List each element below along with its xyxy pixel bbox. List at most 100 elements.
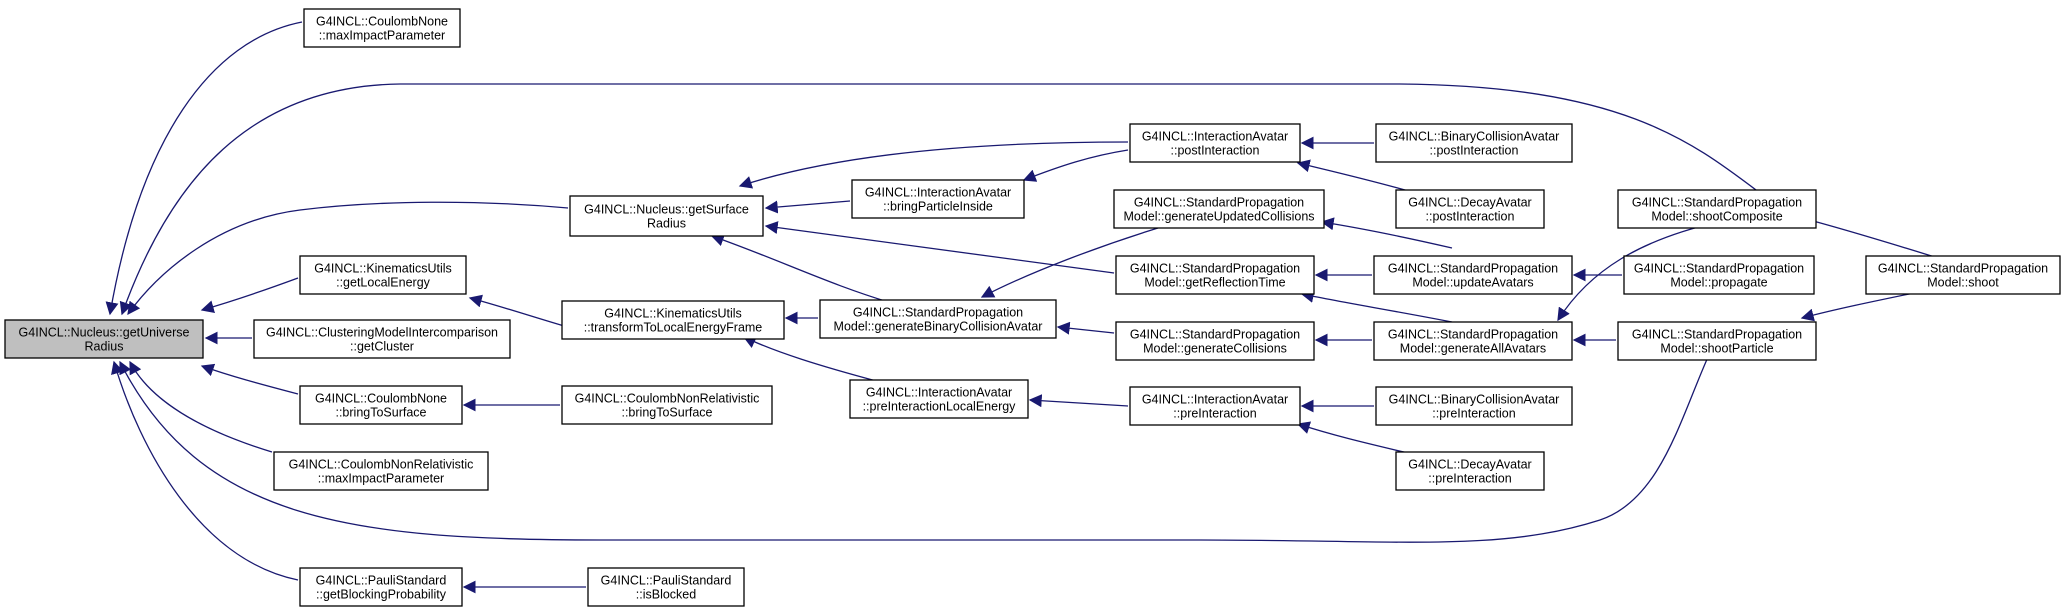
edge-shoot-composite-to-root [119,83,1761,316]
node-label-line: Model::generateBinaryCollisionAvatar [834,320,1043,334]
node-box [1373,255,1573,295]
node-label-line: ::bringParticleInside [883,200,993,214]
node-is-blocked[interactable]: G4INCL::PauliStandard::isBlocked [587,567,745,607]
node-box [1395,189,1545,229]
call-graph-nodes: G4INCL::Nucleus::getUniverseRadiusG4INCL… [4,8,2061,607]
node-label-line: G4INCL::InteractionAvatar [1142,130,1288,144]
edge-post-interaction-to-bring-inside [1022,149,1129,182]
node-label-line: ::getCluster [350,340,414,354]
node-label-line: G4INCL::Nucleus::getUniverse [19,326,190,340]
node-box [561,300,785,340]
node-label-line: ::postInteraction [1426,210,1515,224]
node-transform-to-local-energy-frame[interactable]: G4INCL::KinematicsUtils::transformToLoca… [561,300,785,340]
node-label-line: G4INCL::DecayAvatar [1408,458,1531,472]
node-generate-updated-collisions[interactable]: G4INCL::StandardPropagationModel::genera… [1113,189,1325,229]
node-get-reflection-time[interactable]: G4INCL::StandardPropagationModel::getRef… [1115,255,1315,295]
node-update-avatars[interactable]: G4INCL::StandardPropagationModel::update… [1373,255,1573,295]
edge-binary-collision-to-surface [710,233,896,305]
node-get-blocking-probability[interactable]: G4INCL::PauliStandard::getBlockingProbab… [299,567,463,607]
call-edges [105,21,1939,594]
edge-bring-inside-to-surface [764,200,851,214]
node-label-line: G4INCL::InteractionAvatar [865,186,1011,200]
edge-blocking-probability-to-root [111,360,299,581]
node-binary-post-interaction[interactable]: G4INCL::BinaryCollisionAvatar::postInter… [1375,123,1573,163]
node-propagate[interactable]: G4INCL::StandardPropagationModel::propag… [1623,255,1815,295]
edge-shoot-composite-to-all [1557,221,1719,322]
node-label-line: ::preInteractionLocalEnergy [863,400,1017,414]
edge-updated-collisions-to-binary [980,227,1159,298]
edge-update-avatars-to-updated [1320,217,1453,249]
node-box [849,379,1029,419]
node-label-line: Model::shootComposite [1651,210,1782,224]
node-generate-all-avatars[interactable]: G4INCL::StandardPropagationModel::genera… [1373,321,1573,361]
node-binary-pre-interaction[interactable]: G4INCL::BinaryCollisionAvatar::preIntera… [1375,386,1573,426]
node-label-line: G4INCL::BinaryCollisionAvatar [1389,130,1560,144]
node-bring-particle-inside[interactable]: G4INCL::InteractionAvatar::bringParticle… [851,179,1025,219]
node-label-line: ::preInteraction [1428,472,1511,486]
node-generate-collisions[interactable]: G4INCL::StandardPropagationModel::genera… [1115,321,1315,361]
node-generate-binary-collision-avatar[interactable]: G4INCL::StandardPropagationModel::genera… [819,299,1057,339]
node-decay-pre-interaction[interactable]: G4INCL::DecayAvatar::preInteraction [1395,451,1545,491]
node-pre-interaction-local-energy[interactable]: G4INCL::InteractionAvatar::preInteractio… [849,379,1029,419]
node-box [1115,255,1315,295]
node-label-line: ::preInteraction [1173,407,1256,421]
node-coulomb-none-max-impact[interactable]: G4INCL::CoulombNone::maxImpactParameter [303,8,461,48]
node-label-line: Radius [85,340,124,354]
edge-reflection-time-to-surface [764,221,1115,274]
node-decay-post-interaction[interactable]: G4INCL::DecayAvatar::postInteraction [1395,189,1545,229]
edge-coulomb-nonrel-max-to-root [129,360,273,453]
node-post-interaction[interactable]: G4INCL::InteractionAvatar::postInteracti… [1129,123,1301,163]
node-box [299,385,463,425]
node-label-line: ::maxImpactParameter [319,29,445,43]
node-label-line: G4INCL::InteractionAvatar [866,386,1012,400]
node-box [1617,189,1817,229]
node-label-line: ::postInteraction [1171,144,1260,158]
node-get-cluster[interactable]: G4INCL::ClusteringModelIntercomparison::… [253,319,511,359]
node-get-local-energy[interactable]: G4INCL::KinematicsUtils::getLocalEnergy [299,255,467,295]
node-box [587,567,745,607]
node-coulomb-non-rel-max-impact[interactable]: G4INCL::CoulombNonRelativistic::maxImpac… [273,451,489,491]
node-label-line: ::isBlocked [636,588,696,602]
node-box [851,179,1025,219]
edge-decay-post-to-post [1296,159,1413,193]
node-coulomb-non-rel-bring-to-surface[interactable]: G4INCL::CoulombNonRelativistic::bringToS… [561,385,773,425]
node-label-line: G4INCL::StandardPropagation [1130,328,1300,342]
node-label-line: G4INCL::StandardPropagation [1134,196,1304,210]
node-box [1113,189,1325,229]
node-label-line: G4INCL::StandardPropagation [1388,328,1558,342]
node-label-line: Model::shootParticle [1660,342,1773,356]
edge-transform-to-local-energy [468,294,565,327]
node-coulomb-none-bring-to-surface[interactable]: G4INCL::CoulombNone::bringToSurface [299,385,463,425]
edge-coulomb-none-bring-to-root [200,363,299,395]
node-label-line: ::getBlockingProbability [316,588,447,602]
node-label-line: Model::propagate [1670,276,1767,290]
node-label-line: G4INCL::StandardPropagation [1878,262,2048,276]
node-label-line: G4INCL::DecayAvatar [1408,196,1531,210]
node-label-line: ::maxImpactParameter [318,472,444,486]
node-box [569,195,764,237]
node-label-line: G4INCL::StandardPropagation [1634,262,1804,276]
node-label-line: G4INCL::StandardPropagation [853,306,1023,320]
node-shoot-composite[interactable]: G4INCL::StandardPropagationModel::shootC… [1617,189,1817,229]
edge-generate-collisions-to-binary [1056,321,1115,335]
node-label-line: Model::updateAvatars [1412,276,1533,290]
edge-decay-pre-to-pre [1296,421,1413,455]
node-box [303,8,461,48]
node-label-line: G4INCL::StandardPropagation [1632,196,1802,210]
node-label-line: G4INCL::CoulombNonRelativistic [575,392,760,406]
node-box [273,451,489,491]
node-box [1129,386,1301,426]
node-label-line: G4INCL::InteractionAvatar [1142,393,1288,407]
node-box [1623,255,1815,295]
edge-shoot-to-composite [1800,214,1939,259]
node-label-line: ::postInteraction [1430,144,1519,158]
node-shoot-particle[interactable]: G4INCL::StandardPropagationModel::shootP… [1617,321,1817,361]
node-box [1395,451,1545,491]
node-pre-interaction[interactable]: G4INCL::InteractionAvatar::preInteractio… [1129,386,1301,426]
node-box [1373,321,1573,361]
node-label-line: ::transformToLocalEnergyFrame [584,321,763,335]
